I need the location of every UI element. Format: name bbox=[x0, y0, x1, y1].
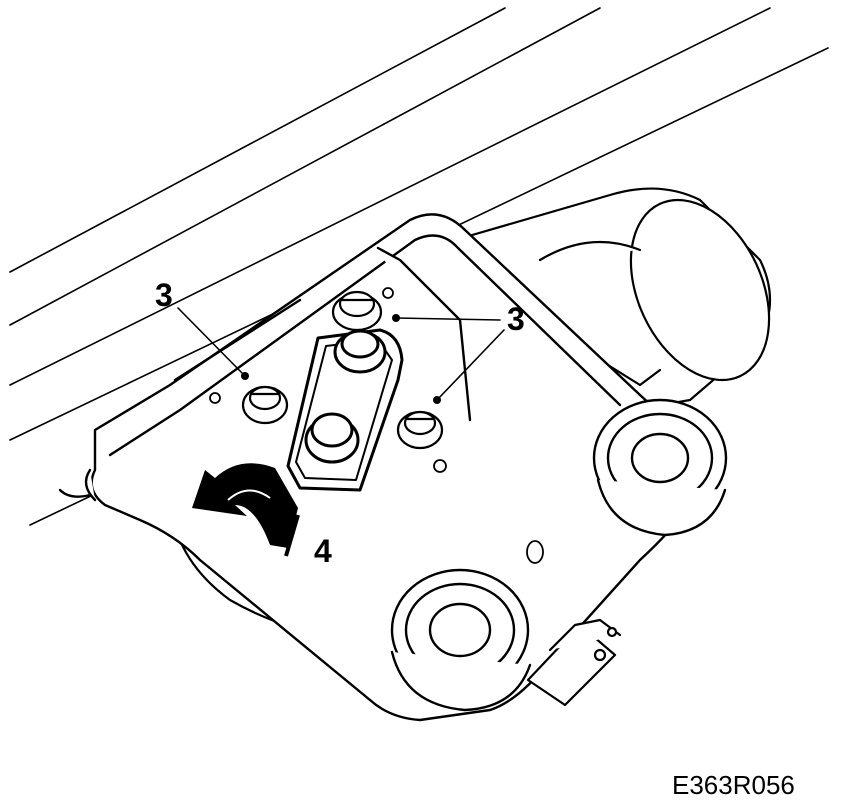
callout-label-3-right: 3 bbox=[507, 301, 525, 337]
callout-label-3-left: 3 bbox=[155, 277, 173, 313]
callout-label-4: 4 bbox=[314, 533, 332, 569]
leader-line bbox=[177, 307, 505, 401]
bushing-mount-lower bbox=[390, 568, 532, 712]
bolt-upper bbox=[331, 290, 383, 332]
bolt-right bbox=[396, 410, 444, 450]
rotation-arrow bbox=[192, 463, 300, 557]
plate-hole bbox=[209, 287, 544, 564]
bolt-left bbox=[241, 385, 289, 425]
wrench-tool bbox=[286, 328, 404, 492]
leader-dot bbox=[241, 314, 441, 404]
figure-code: E363R056 bbox=[672, 770, 795, 800]
bushing-mount-upper bbox=[592, 398, 728, 537]
connector bbox=[526, 618, 622, 707]
